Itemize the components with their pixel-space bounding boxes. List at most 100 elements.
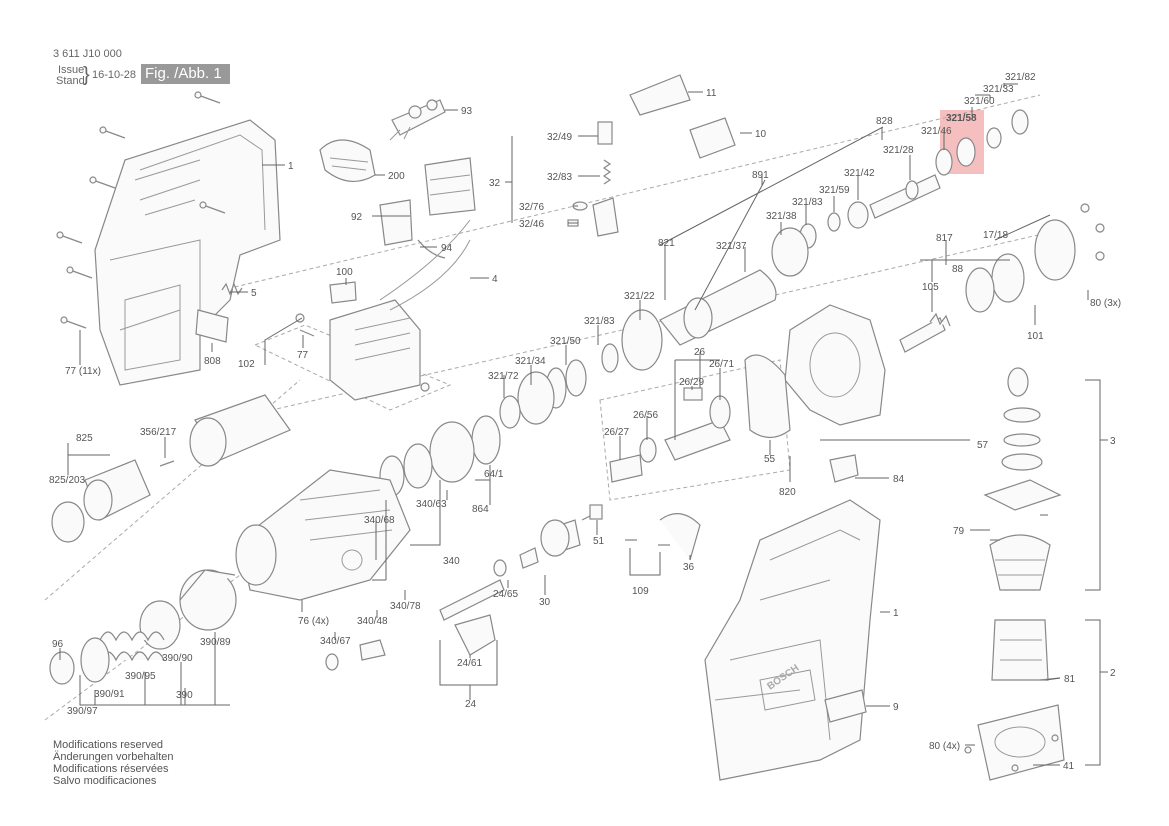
callout: 100: [336, 267, 353, 278]
callout: 93: [461, 106, 473, 117]
callout: 32/83: [547, 172, 572, 183]
callout: 26: [694, 347, 706, 358]
callout: 17/18: [983, 230, 1008, 241]
switch-trigger: [389, 99, 446, 141]
callout: 24/65: [493, 589, 518, 600]
callout: 92: [351, 212, 363, 223]
callout: 828: [876, 116, 893, 127]
screw-set: [56, 91, 226, 329]
callout: 340/63: [416, 499, 447, 510]
impact-mechanism: [609, 354, 859, 483]
callout: 77: [297, 350, 309, 361]
footer-line: Salvo modificaciones: [53, 775, 157, 787]
callout: 340/67: [320, 636, 351, 647]
footer-notes: Modifications reserved Änderungen vorbeh…: [53, 739, 173, 787]
callout: 321/34: [515, 356, 546, 367]
callout: 80 (4x): [929, 741, 960, 752]
highlighted-callout: 321/58: [946, 113, 977, 124]
callout: 26/56: [633, 410, 658, 421]
footer-line: Modifications reserved: [53, 739, 164, 751]
callout: 340/48: [357, 616, 388, 627]
callout: 390/89: [200, 637, 231, 648]
part-number: 3 611 J10 000: [53, 48, 122, 60]
callout: 321/72: [488, 371, 519, 382]
carbon-brush: [567, 121, 619, 237]
callout: 356/217: [140, 427, 177, 438]
callout: 105: [922, 282, 939, 293]
misc-parts: [325, 504, 701, 671]
sleeve-assembly: [49, 569, 237, 685]
callout: 321/42: [844, 168, 875, 179]
callout: 321/22: [624, 291, 655, 302]
callout: 24/61: [457, 658, 482, 669]
motor-assembly: [977, 367, 1065, 781]
axis-line: [44, 574, 241, 721]
drill-chuck: [51, 394, 291, 543]
callout: 26/71: [709, 359, 734, 370]
callout: 321/82: [1005, 72, 1036, 83]
callout: 57: [977, 440, 989, 451]
callout: 96: [52, 639, 64, 650]
callout: 26/29: [679, 377, 704, 388]
callout: 26/27: [604, 427, 629, 438]
callout: 94: [441, 243, 453, 254]
leader-lines: [59, 83, 1108, 766]
callout: 340/78: [390, 601, 421, 612]
figure-label: Fig. /Abb. 1: [141, 64, 230, 84]
callout: 891: [752, 170, 769, 181]
callout: 9: [893, 702, 899, 713]
callout: 390: [176, 690, 193, 701]
grip-pad: [319, 139, 376, 182]
callout: 808: [204, 356, 221, 367]
callout: 321/28: [883, 145, 914, 156]
callout: 3: [1110, 436, 1116, 447]
label-sticker: [689, 117, 736, 159]
callout: 51: [593, 536, 605, 547]
issue-label: Issue: [58, 64, 85, 76]
callout: 390/91: [94, 689, 125, 700]
footer-line: Modifications réservées: [53, 763, 169, 775]
callout: 4: [492, 274, 498, 285]
callout: 820: [779, 487, 796, 498]
callout: 32/76: [519, 202, 544, 213]
footer-line: Änderungen vorbehalten: [53, 751, 174, 763]
callout: 340/68: [364, 515, 395, 526]
callout: 30: [539, 597, 551, 608]
screw-set-right: [964, 203, 1105, 772]
callout: 321/83: [584, 316, 615, 327]
callout: 32/49: [547, 132, 572, 143]
callout: 36: [683, 562, 695, 573]
gear-housing: [784, 219, 1076, 426]
callout: 321/83: [792, 197, 823, 208]
callout: 10: [755, 129, 767, 140]
callout: 76 (4x): [298, 616, 329, 627]
callout: 390/97: [67, 706, 98, 717]
callout: 102: [238, 359, 255, 370]
callout: 5: [251, 288, 257, 299]
callout: 817: [936, 233, 953, 244]
brace: }: [83, 64, 90, 86]
callout: 864: [472, 504, 489, 515]
callout: 1: [288, 161, 294, 172]
callout: 340: [443, 556, 460, 567]
callout: 825: [76, 433, 93, 444]
callout: 77 (11x): [65, 366, 101, 377]
callout: 81: [1064, 674, 1076, 685]
callout: 80 (3x): [1090, 298, 1121, 309]
callout: 32: [489, 178, 501, 189]
callout: 821: [658, 238, 675, 249]
callout: 321/59: [819, 185, 850, 196]
callout: 825/203: [49, 475, 86, 486]
housing-half-right: [704, 499, 881, 781]
stand-label: Stand: [56, 75, 85, 87]
callout: 321/38: [766, 211, 797, 222]
callout: 55: [764, 454, 776, 465]
front-housing: [235, 469, 411, 601]
callout: 32/46: [519, 219, 544, 230]
callout: 79: [953, 526, 965, 537]
label-sticker: [629, 74, 691, 116]
callout: 11: [706, 88, 717, 99]
callout: 321/46: [921, 126, 952, 137]
callout: 101: [1027, 331, 1044, 342]
housing-half: [94, 119, 281, 386]
